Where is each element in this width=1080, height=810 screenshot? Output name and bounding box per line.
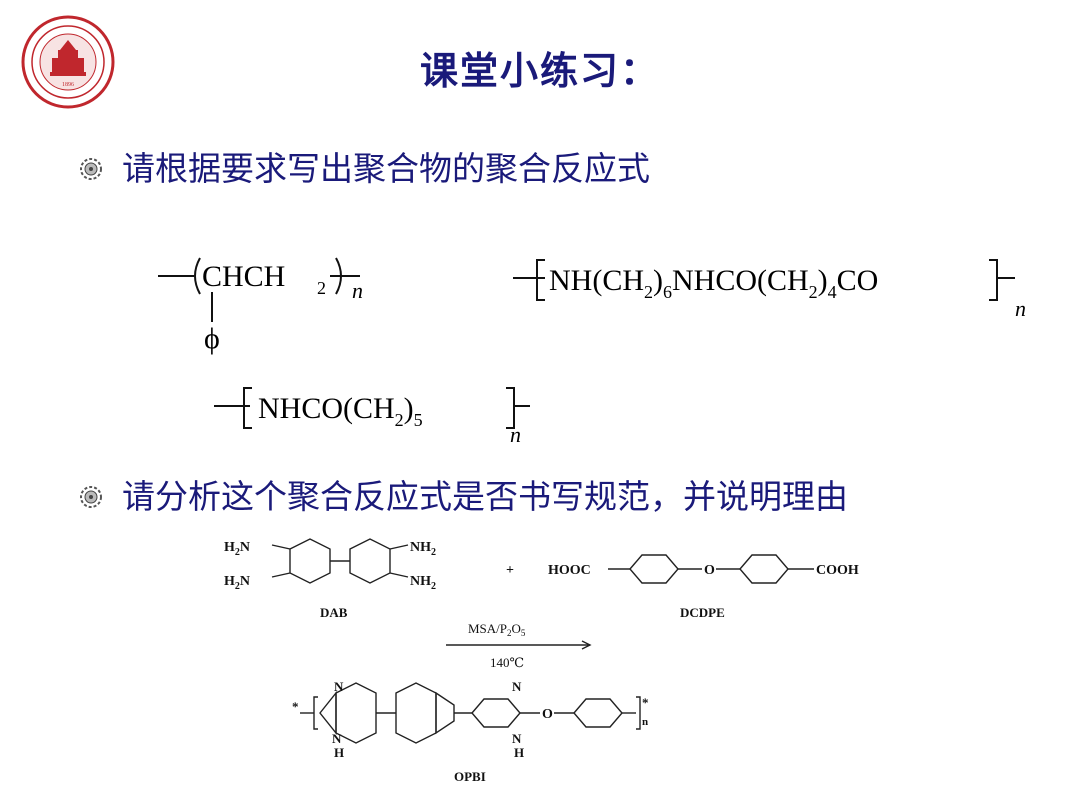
logo-year: 1896 <box>62 82 74 88</box>
opbi-h-left: H <box>334 745 344 760</box>
p2-part-c: NHCO(CH <box>672 264 809 297</box>
p1-unit: CHCH <box>202 260 285 293</box>
p2-part-b: ) <box>653 264 663 297</box>
polymer-formula-1: CHCH 2 n ϕ <box>158 257 363 355</box>
opbi-phenyl-2 <box>573 698 623 728</box>
opbi-benzo-right <box>395 682 437 744</box>
opbi-phenyl-1 <box>471 698 521 728</box>
dcdpe-label: DCDPE <box>680 605 725 620</box>
ether-oxygen: O <box>704 563 715 578</box>
p3-part-a: NHCO(CH <box>258 392 395 425</box>
p2-sub-3: 2 <box>809 282 818 302</box>
dcdpe-ring-right <box>739 554 789 584</box>
svg-text:H2N: H2N <box>224 540 250 558</box>
dab-ring-left <box>289 538 331 584</box>
reaction-scheme: H2N H2N NH2 NH2 DAB + HOOC O COOH DCDPE … <box>224 538 859 784</box>
university-logo: 1896 <box>21 15 115 109</box>
bullet-item-2: 请分析这个聚合反应式是否书写规范，并说明理由 <box>78 472 1038 522</box>
p2-part-d: ) <box>818 264 828 297</box>
opbi-n-bottom-left: N <box>332 731 342 746</box>
opbi-n-top-left: N <box>334 679 344 694</box>
opbi-n-top-right: N <box>512 679 522 694</box>
p1-n: n <box>352 278 363 303</box>
bullet-item-1: 请根据要求写出聚合物的聚合反应式 <box>78 144 650 194</box>
polymer-formula-3: NHCO(CH2)5 n <box>214 387 530 447</box>
p1-side-group: ϕ <box>204 322 220 355</box>
opbi-h-right: H <box>514 745 524 760</box>
dab-label: DAB <box>320 605 348 620</box>
p1-sub: 2 <box>317 278 326 298</box>
opbi-n-bottom-right: N <box>512 731 522 746</box>
gear-bullet-icon <box>80 486 102 508</box>
p3-part-b: ) <box>404 392 414 425</box>
dab-h2n-top: H <box>224 540 235 555</box>
dab-h2n-bottom: H <box>224 574 235 589</box>
p2-part-a: NH(CH <box>549 264 644 297</box>
p2-sub-2: 6 <box>663 282 672 302</box>
p2-sub-4: 4 <box>828 282 837 302</box>
dab-n-top: N <box>240 540 250 555</box>
p3-n: n <box>510 422 521 447</box>
svg-text:MSA/P2O5: MSA/P2O5 <box>468 621 526 638</box>
reaction-reagent: MSA/P <box>468 621 507 636</box>
svg-text:NH2: NH2 <box>410 540 436 558</box>
opbi-star-right: * <box>642 695 649 710</box>
opbi-imidazole-left <box>319 691 337 735</box>
svg-text:NH(CH2)6NHCO(CH2)4CO: NH(CH2)6NHCO(CH2)4CO <box>549 264 878 302</box>
bullet-text-1: 请根据要求写出聚合物的聚合反应式 <box>122 149 650 188</box>
svg-text:NH2: NH2 <box>410 574 436 592</box>
cooh-group: COOH <box>816 563 859 578</box>
svg-text:NHCO(CH2)5: NHCO(CH2)5 <box>258 392 423 430</box>
bullet-text-2: 请分析这个聚合反应式是否书写规范，并说明理由 <box>122 477 848 516</box>
dab-ring-right <box>349 538 391 584</box>
opbi-oxygen: O <box>542 707 553 722</box>
reaction-temperature: 140℃ <box>490 655 524 670</box>
dab-nh2-top: NH <box>410 540 431 555</box>
polymer-formula-2: NH(CH2)6NHCO(CH2)4CO n <box>513 259 1026 321</box>
slide-title: 课堂小练习： <box>419 49 660 93</box>
p3-sub-2: 5 <box>414 410 423 430</box>
opbi-label: OPBI <box>454 769 486 784</box>
plus-sign: + <box>506 563 514 578</box>
hooc-group: HOOC <box>548 563 591 578</box>
opbi-imidazole-right <box>435 691 455 735</box>
dab-n-bottom: N <box>240 574 250 589</box>
p2-part-e: CO <box>837 264 879 297</box>
p2-n: n <box>1015 296 1026 321</box>
gear-bullet-icon <box>80 158 102 180</box>
p3-sub-1: 2 <box>395 410 404 430</box>
opbi-benzo-left <box>335 682 377 744</box>
opbi-star-left: * <box>292 699 299 714</box>
dcdpe-ring-left <box>629 554 679 584</box>
svg-text:H2N: H2N <box>224 574 250 592</box>
p2-sub-1: 2 <box>644 282 653 302</box>
opbi-n: n <box>642 716 648 728</box>
dab-nh2-bottom: NH <box>410 574 431 589</box>
